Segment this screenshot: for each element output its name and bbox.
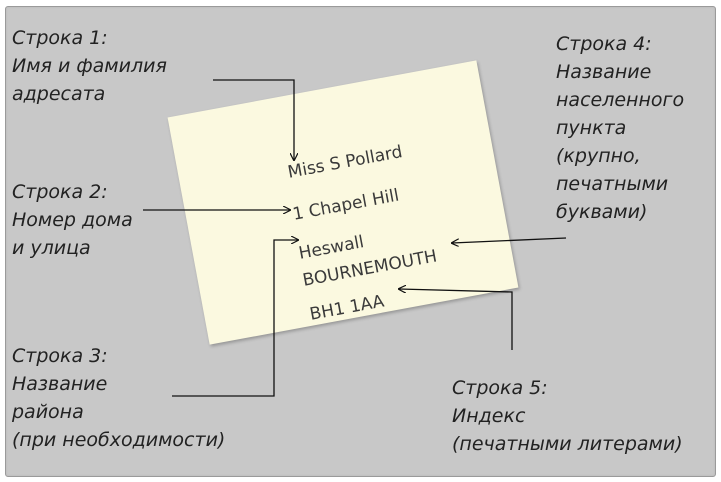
- label-line-2-text: и улица: [12, 237, 91, 259]
- label-line-3-title: Строка 3:: [12, 345, 108, 367]
- label-line-1-text: адресата: [12, 83, 106, 105]
- label-line-4-text: (крупно,: [556, 145, 641, 167]
- label-line-3: Строка 3: Название района (при необходим…: [12, 342, 225, 454]
- label-line-5-text: Индекс: [452, 405, 526, 427]
- label-line-1-title: Строка 1:: [12, 27, 108, 49]
- label-line-1: Строка 1: Имя и фамилия адресата: [12, 24, 167, 108]
- label-line-5: Строка 5: Индекс (печатными литерами): [452, 374, 683, 458]
- label-line-3-text: (при необходимости): [12, 429, 226, 451]
- label-line-2-text: Номер дома: [12, 209, 133, 231]
- label-line-4-title: Строка 4:: [556, 33, 652, 55]
- label-line-4-text: населенного: [556, 89, 685, 111]
- label-line-5-text: (печатными литерами): [452, 433, 683, 455]
- label-line-4-text: печатными: [556, 173, 669, 195]
- label-line-3-text: Название: [12, 373, 108, 395]
- label-line-2: Строка 2: Номер дома и улица: [12, 178, 133, 262]
- label-line-4-text: пункта: [556, 117, 627, 139]
- label-line-4: Строка 4: Название населенного пункта (к…: [556, 30, 684, 226]
- label-line-5-title: Строка 5:: [452, 377, 548, 399]
- label-line-4-text: Название: [556, 61, 652, 83]
- label-line-3-text: района: [12, 401, 84, 423]
- label-line-1-text: Имя и фамилия: [12, 55, 167, 77]
- label-line-2-title: Строка 2:: [12, 181, 108, 203]
- label-line-4-text: буквами): [556, 201, 648, 223]
